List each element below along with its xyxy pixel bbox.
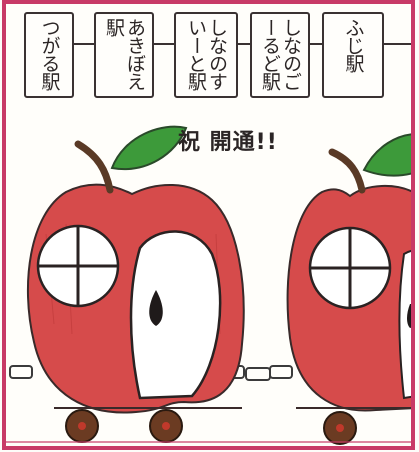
leaf-icon xyxy=(362,133,411,177)
apple-train-illustration xyxy=(6,43,411,445)
station-sign-fuji: ふじ駅 xyxy=(322,12,384,98)
station-sign-shinano-sweet: しなのすいーと駅 xyxy=(174,12,238,98)
leaf-icon xyxy=(110,125,188,171)
apple-stem xyxy=(74,140,114,194)
station-sign-shinano-gold: しなのごーるど駅 xyxy=(250,12,310,98)
station-sign-tsugaru: つがる駅 xyxy=(24,12,74,98)
station-label: つがる駅 xyxy=(38,18,61,90)
seed-icon xyxy=(149,290,163,326)
seed-icon xyxy=(407,304,411,328)
apple-car-right xyxy=(286,133,411,445)
station-label: あきぼえ駅 xyxy=(103,18,146,90)
opening-banner: 祝 開通!! xyxy=(178,130,278,155)
station-label: しなのすいーと駅 xyxy=(185,18,228,90)
station-label: ふじ駅 xyxy=(342,18,365,72)
apple-car-left xyxy=(26,125,245,443)
station-sign-akibonoe: あきぼえ駅 xyxy=(94,12,154,98)
station-label: しなのごーるど駅 xyxy=(259,18,302,90)
door-slice xyxy=(398,249,411,400)
door-slice xyxy=(129,230,222,400)
apple-stem xyxy=(328,148,366,194)
